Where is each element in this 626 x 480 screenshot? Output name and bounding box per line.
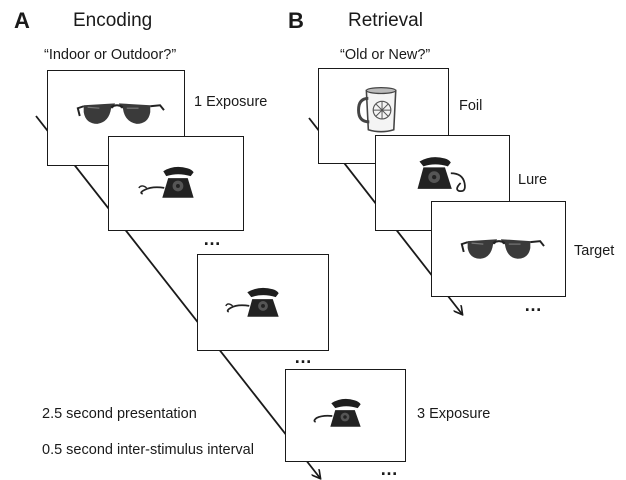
retrieval-ellipsis: … bbox=[524, 295, 543, 315]
encoding-timeline-arrow bbox=[35, 115, 320, 478]
panel-b-letter: B bbox=[288, 8, 304, 33]
panel-a-title: Encoding bbox=[73, 10, 153, 31]
sunglasses-icon bbox=[460, 239, 545, 259]
label-target: Target bbox=[574, 243, 615, 259]
telephone-icon bbox=[138, 166, 194, 198]
sunglasses-icon bbox=[76, 103, 165, 124]
label-3-exposure: 3 Exposure bbox=[417, 406, 491, 422]
retrieval-frame-target bbox=[431, 201, 566, 297]
encoding-frame-telephone-3 bbox=[285, 369, 406, 462]
timing-isi: 0.5 second inter-stimulus interval bbox=[42, 442, 254, 458]
timing-presentation: 2.5 second presentation bbox=[42, 406, 197, 422]
encoding-prompt: “Indoor or Outdoor?” bbox=[44, 47, 177, 63]
encoding-frame-telephone-2 bbox=[197, 254, 329, 351]
telephone-icon bbox=[417, 157, 466, 193]
encoding-ellipsis-2: … bbox=[294, 347, 313, 367]
encoding-ellipsis-3: … bbox=[380, 459, 399, 479]
encoding-ellipsis-1: … bbox=[203, 229, 222, 249]
retrieval-prompt: “Old or New?” bbox=[340, 47, 431, 63]
telephone-icon bbox=[225, 287, 279, 317]
mug-icon bbox=[357, 87, 397, 133]
label-foil: Foil bbox=[459, 98, 483, 114]
panel-b-title: Retrieval bbox=[348, 10, 423, 31]
panel-a-letter: A bbox=[14, 8, 30, 33]
label-lure: Lure bbox=[518, 172, 548, 188]
telephone-icon bbox=[313, 398, 361, 427]
encoding-frame-telephone-1 bbox=[108, 136, 244, 231]
label-1-exposure: 1 Exposure bbox=[194, 94, 268, 110]
